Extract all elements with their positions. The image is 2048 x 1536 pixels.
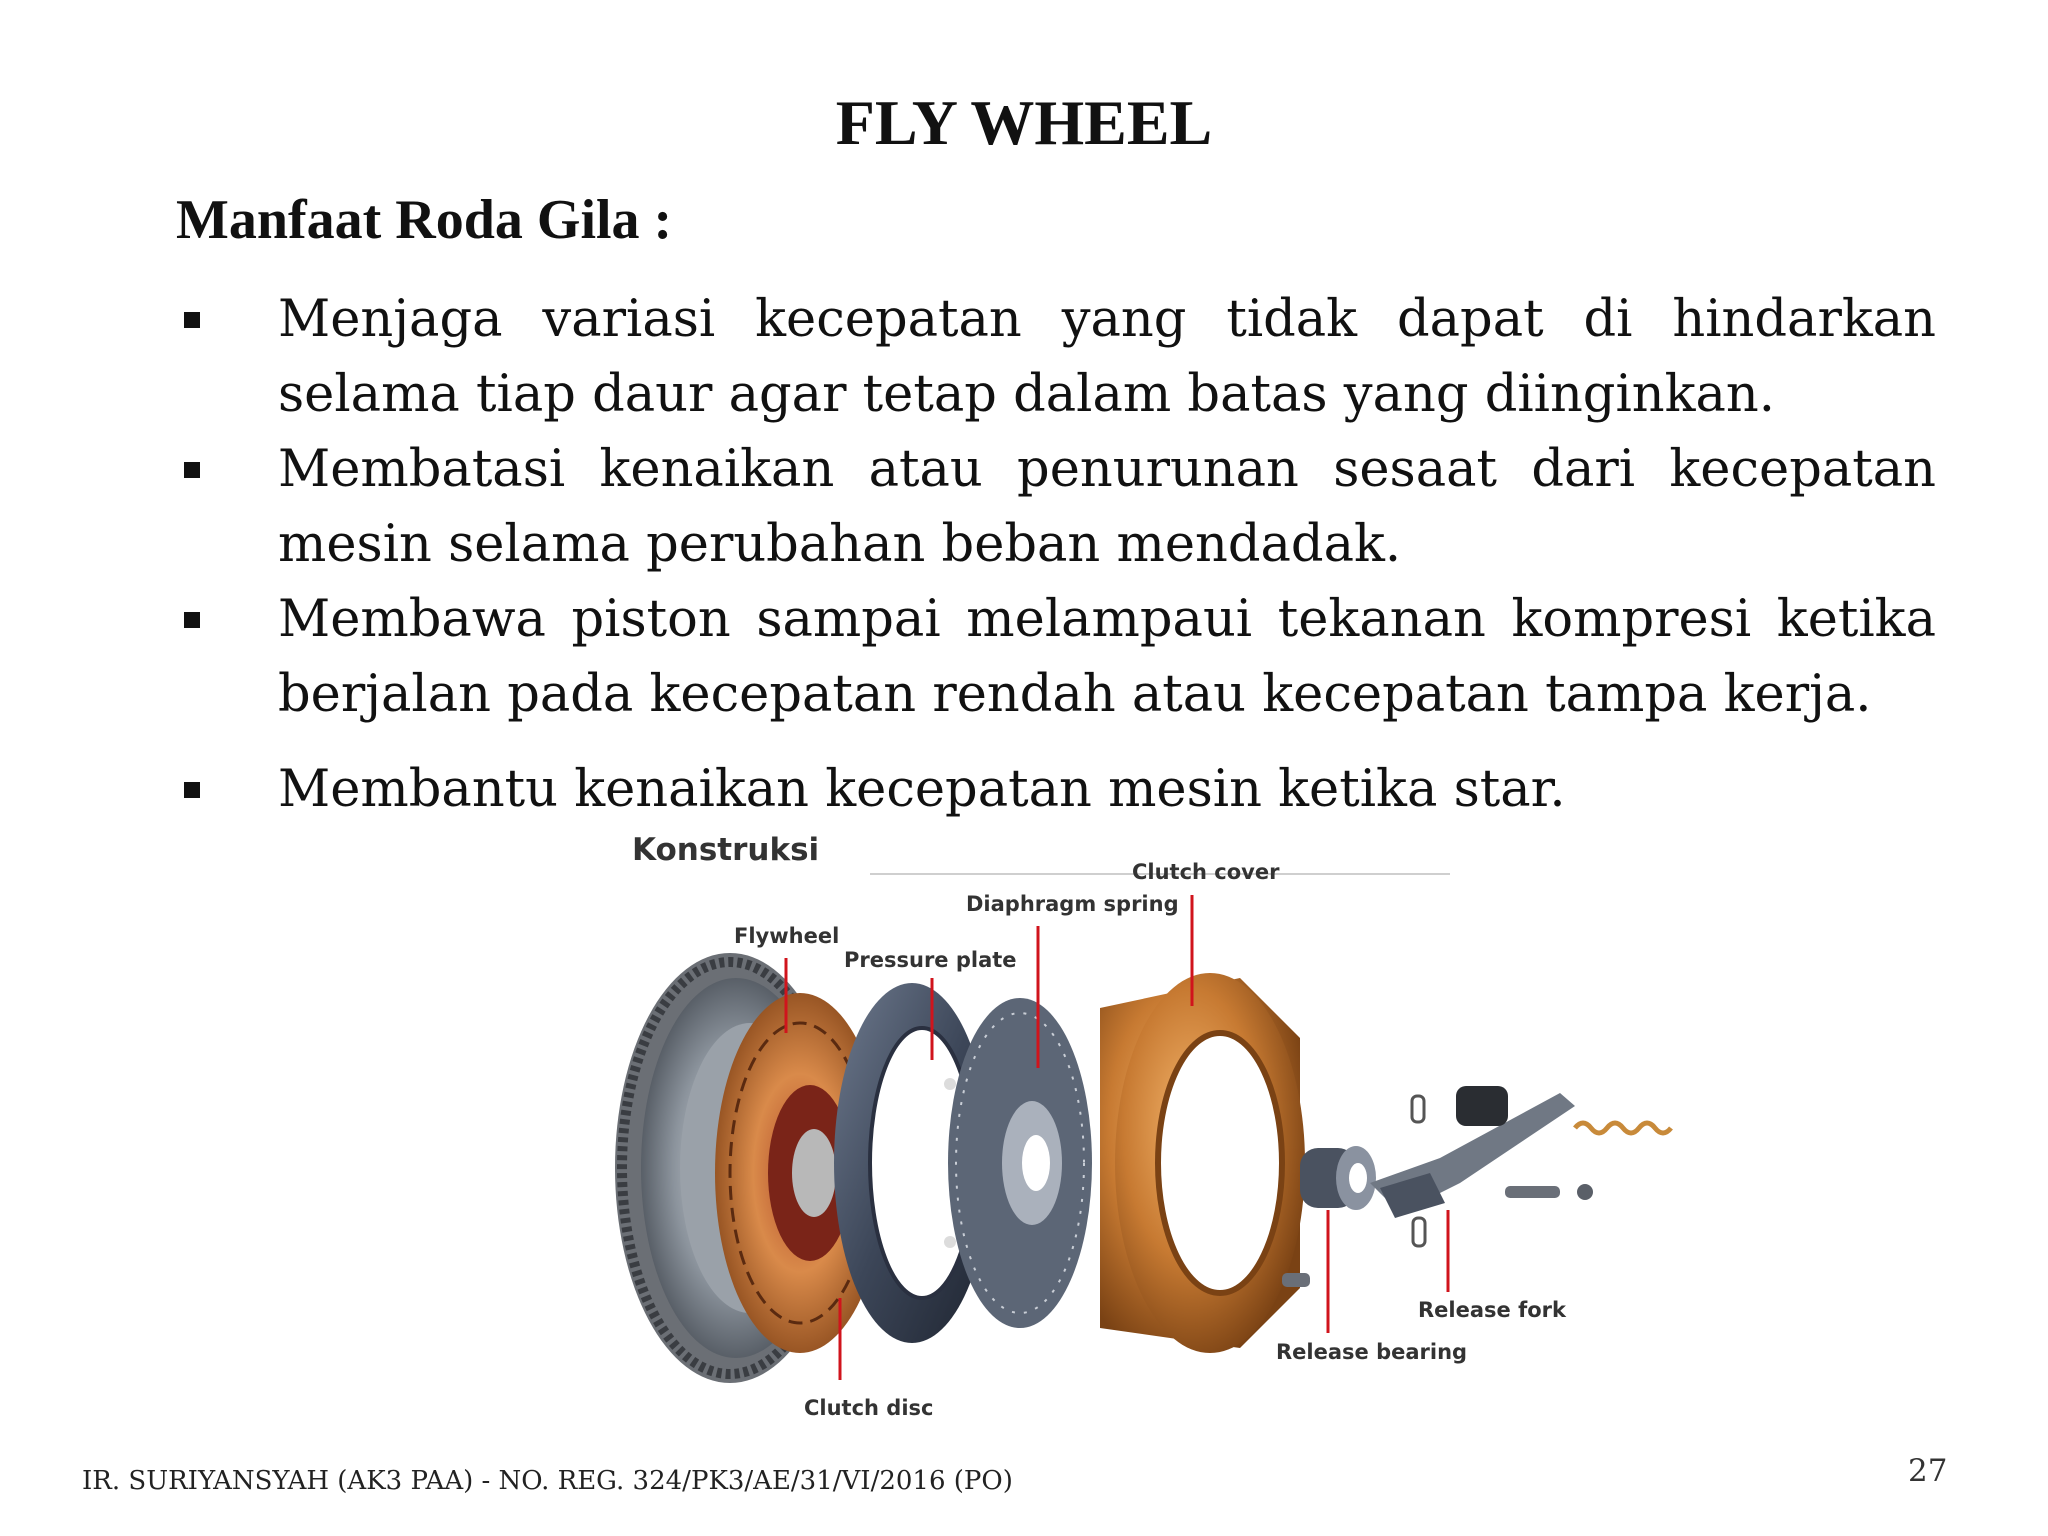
leader-lines <box>784 895 1450 1380</box>
bullet-item: Membatasi kenaikan atau penurunan sesaat… <box>176 432 1936 582</box>
bullet-item: Membawa piston sampai melampaui tekanan … <box>176 582 1936 732</box>
label-pressure-plate: Pressure plate <box>844 948 1017 972</box>
label-release-bearing: Release bearing <box>1276 1340 1468 1364</box>
label-clutch-cover: Clutch cover <box>1132 860 1280 884</box>
bullet-item: Membantu kenaikan kecepatan mesin ketika… <box>176 752 1936 827</box>
slide-subtitle: Manfaat Roda Gila : <box>176 189 673 251</box>
label-clutch-disc: Clutch disc <box>804 1396 934 1420</box>
label-release-fork: Release fork <box>1418 1298 1566 1322</box>
footer-credit: IR. SURIYANSYAH (AK3 PAA) - NO. REG. 324… <box>82 1466 1013 1496</box>
square-bullet-icon <box>184 782 200 798</box>
release-fork-part <box>1282 1086 1673 1287</box>
label-diaphragm-spring: Diaphragm spring <box>966 892 1179 916</box>
clutch-cover-part <box>1100 973 1305 1353</box>
figure-heading: Konstruksi <box>632 832 820 868</box>
bullet-text: Membantu kenaikan kecepatan mesin ketika… <box>278 760 1566 819</box>
clutch-exploded-illustration <box>615 873 1673 1383</box>
square-bullet-icon <box>184 462 200 478</box>
bullet-item: Menjaga variasi kecepatan yang tidak dap… <box>176 282 1936 432</box>
label-flywheel: Flywheel <box>734 924 840 948</box>
bullet-text: Membawa piston sampai melampaui tekanan … <box>278 590 1936 724</box>
bullet-list: Menjaga variasi kecepatan yang tidak dap… <box>176 282 1936 827</box>
diaphragm-spring-part <box>948 998 1092 1328</box>
slide-title: FLY WHEEL <box>835 87 1213 158</box>
bullet-text: Menjaga variasi kecepatan yang tidak dap… <box>278 290 1936 424</box>
square-bullet-icon <box>184 612 200 628</box>
bullet-text: Membatasi kenaikan atau penurunan sesaat… <box>278 440 1936 574</box>
square-bullet-icon <box>184 312 200 328</box>
clutch-assembly-figure: Konstruksi Clutch cover Diaphragm spring… <box>600 828 1680 1428</box>
release-bearing-part <box>1300 1146 1376 1210</box>
page-number: 27 <box>1908 1453 1948 1489</box>
